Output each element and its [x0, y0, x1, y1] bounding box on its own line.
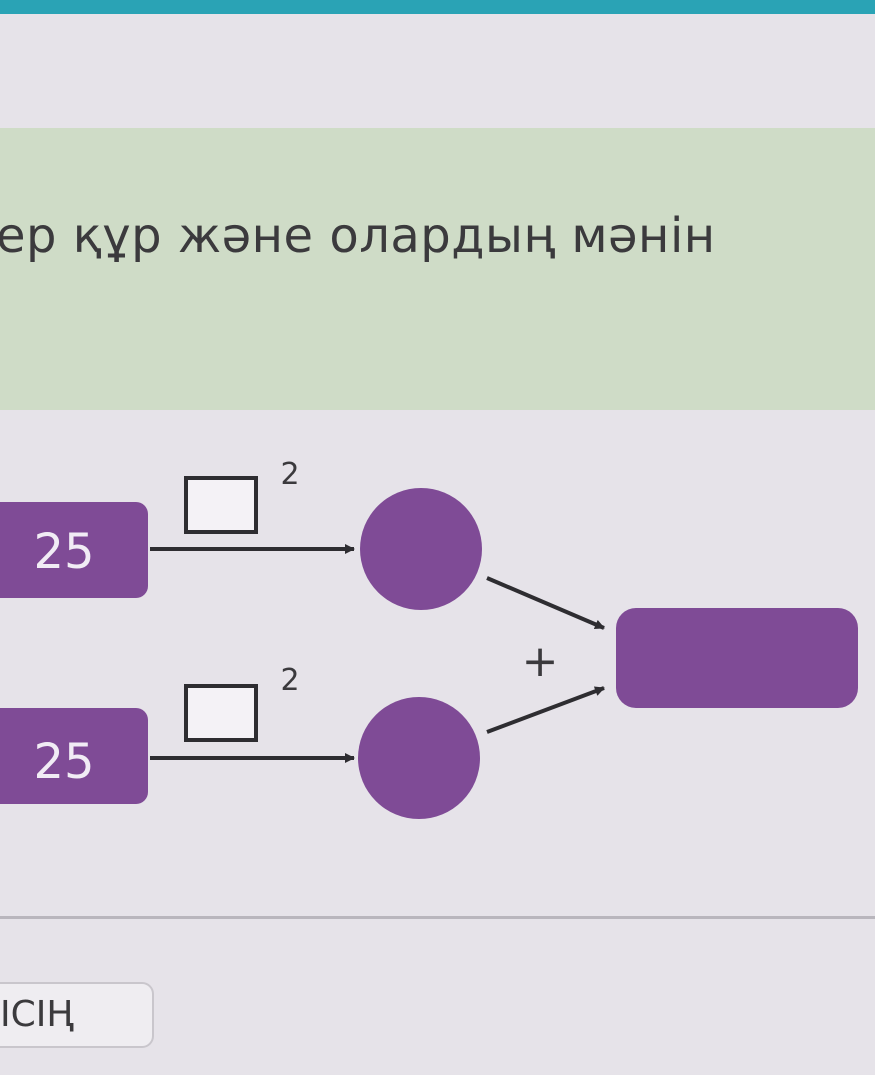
plus-operator: +: [522, 636, 559, 687]
footer-tab: [0, 982, 154, 1048]
instruction-text: ер құр және олардың мәнін: [0, 208, 716, 264]
input-value-2: 25: [33, 734, 94, 790]
exponent-2: 2: [280, 663, 299, 698]
square-result-circle-1: [360, 488, 482, 610]
arrow-4: [486, 686, 605, 734]
square-operator-icon-1: [184, 476, 258, 534]
footer-tab-label: ІСІҢ: [0, 994, 74, 1035]
exponent-1: 2: [280, 457, 299, 492]
square-result-circle-2: [358, 697, 480, 819]
instruction-band: [0, 128, 875, 410]
square-operator-icon-2: [184, 684, 258, 742]
input-value-1: 25: [33, 524, 94, 580]
input-box-2: [0, 708, 148, 804]
sum-result-box: [616, 608, 858, 708]
arrow-3: [486, 576, 605, 630]
section-divider: [0, 916, 875, 919]
input-box-1: [0, 502, 148, 598]
top-strip: [0, 0, 875, 14]
